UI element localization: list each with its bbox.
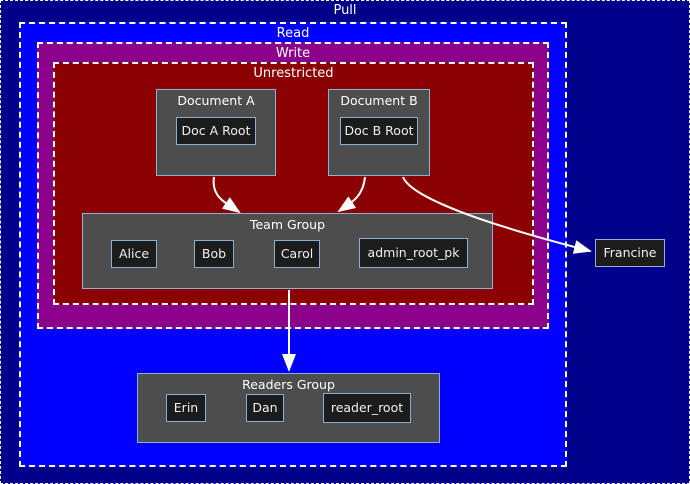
node-title-document-a: Document A	[177, 93, 255, 108]
region-label-pull: Pull	[333, 3, 357, 18]
leaf-erin[interactable]: Erin	[166, 394, 206, 422]
region-label-read: Read	[276, 26, 310, 41]
leaf-admin-root-pk[interactable]: admin_root_pk	[359, 238, 468, 268]
region-label-unrestricted: Unrestricted	[253, 66, 334, 81]
leaf-reader-root[interactable]: reader_root	[323, 393, 411, 423]
node-title-document-b: Document B	[340, 93, 418, 108]
leaf-bob[interactable]: Bob	[194, 240, 234, 268]
leaf-alice[interactable]: Alice	[111, 240, 157, 268]
leaf-carol[interactable]: Carol	[274, 240, 320, 268]
leaf-francine[interactable]: Francine	[595, 239, 665, 267]
node-title-team-group: Team Group	[249, 217, 326, 232]
leaf-dan[interactable]: Dan	[246, 394, 284, 422]
leaf-doc-b-root[interactable]: Doc B Root	[340, 117, 418, 145]
region-label-write: Write	[275, 46, 311, 61]
node-title-readers-group: Readers Group	[242, 377, 335, 392]
leaf-doc-a-root[interactable]: Doc A Root	[176, 117, 256, 145]
